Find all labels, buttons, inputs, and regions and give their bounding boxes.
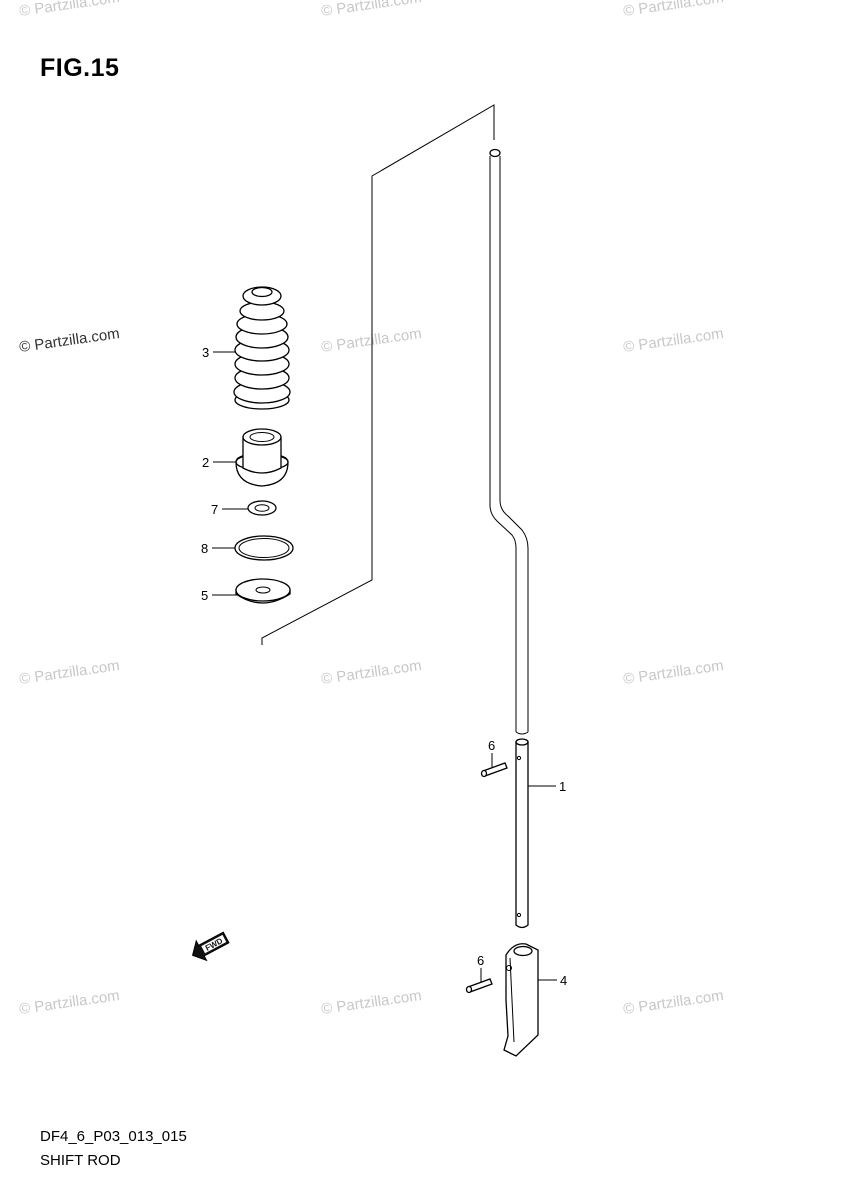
callout-leaders (212, 351, 557, 983)
watermark: © Partzilla.com (622, 987, 724, 1018)
callout-8: 8 (201, 541, 208, 556)
watermark: © Partzilla.com (320, 0, 422, 20)
callout-2: 2 (202, 455, 209, 470)
watermark: © Partzilla.com (18, 657, 120, 688)
diagram-code: DF4_6_P03_013_015 (40, 1128, 187, 1145)
watermark: © Partzilla.com (622, 657, 724, 688)
callout-7: 7 (211, 502, 218, 517)
callout-4: 4 (560, 973, 567, 988)
callout-6-upper: 6 (488, 738, 495, 753)
shift-lever-part (503, 943, 539, 1057)
watermark: © Partzilla.com (18, 0, 120, 20)
washer-part (235, 578, 291, 604)
fwd-direction-badge: FWD (191, 931, 230, 962)
watermark: © Partzilla.com (320, 325, 422, 356)
callout-1: 1 (559, 779, 566, 794)
watermark: © Partzilla.com (18, 325, 120, 356)
watermark: © Partzilla.com (320, 657, 422, 688)
boot-part (233, 286, 291, 410)
watermark: © Partzilla.com (18, 987, 120, 1018)
shift-rod-part (489, 148, 529, 929)
lower-pin-part (465, 978, 493, 994)
callout-6-lower: 6 (477, 953, 484, 968)
watermark-layer: © Partzilla.com © Partzilla.com © Partzi… (18, 0, 724, 1018)
assembly-bracket-line (261, 104, 495, 645)
figure-title: FIG.15 (40, 54, 120, 82)
large-o-ring-part (234, 535, 294, 561)
watermark: © Partzilla.com (320, 987, 422, 1018)
bushing-part (235, 428, 289, 487)
small-o-ring-part (247, 500, 277, 516)
callout-5: 5 (201, 588, 208, 603)
watermark: © Partzilla.com (622, 0, 724, 20)
diagram-name: SHIFT ROD (40, 1152, 121, 1169)
watermark: © Partzilla.com (622, 325, 724, 356)
upper-pin-part (480, 762, 508, 778)
callout-3: 3 (202, 345, 209, 360)
